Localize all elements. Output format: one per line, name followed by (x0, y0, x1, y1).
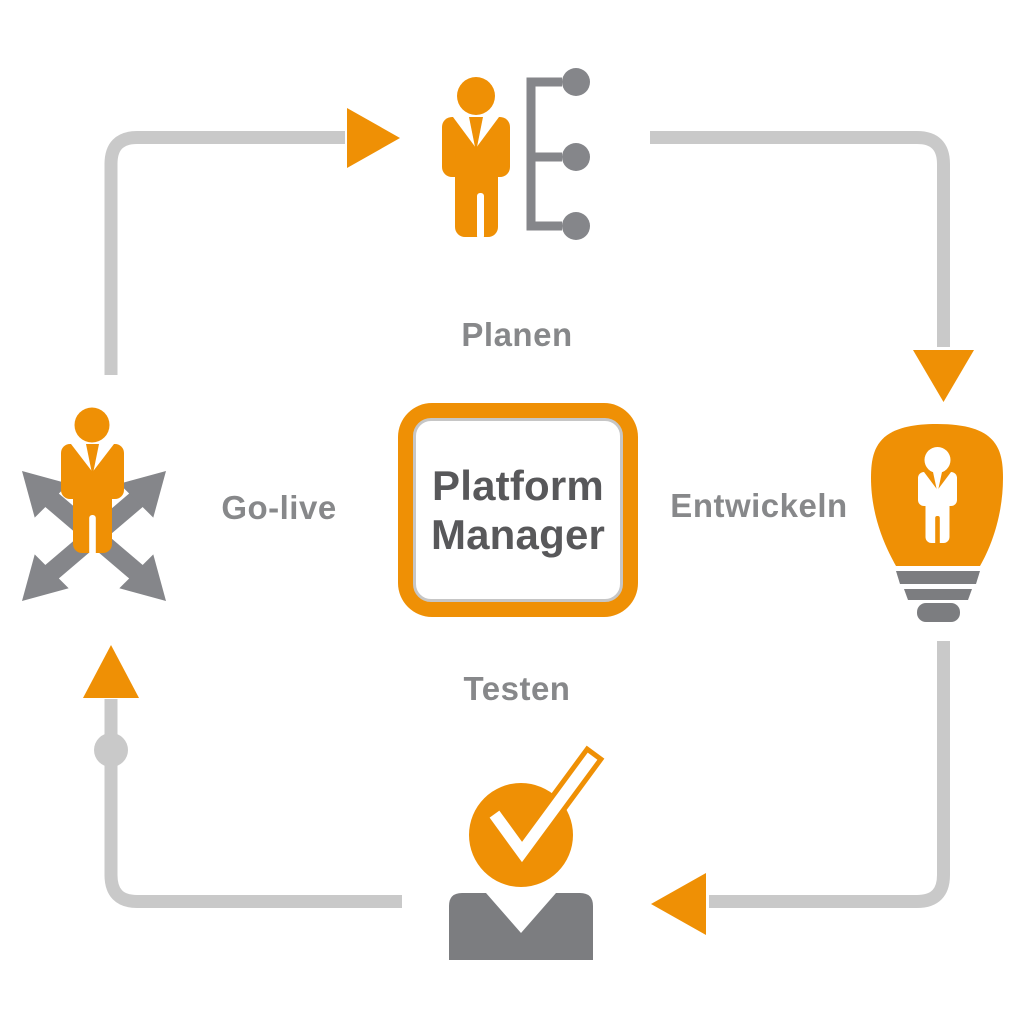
connector-bottom-left (104, 699, 402, 908)
orgchart-node (562, 143, 590, 171)
connector-top-right (650, 131, 950, 347)
connector-top-left (104, 131, 345, 375)
connector-bottom-right (709, 641, 950, 908)
arrow-up-icon (83, 645, 139, 698)
label-entwickeln: Entwickeln (670, 487, 848, 524)
person-figure (61, 407, 124, 556)
center-title-line1: Platform (432, 461, 604, 509)
person-orgchart-icon (442, 68, 590, 240)
orgchart-node (562, 212, 590, 240)
arrow-right-icon (347, 108, 400, 168)
person-figure (442, 77, 510, 239)
orgchart-bracket (526, 77, 562, 231)
person-figure (918, 447, 957, 545)
idea-lightbulb-person-icon (871, 424, 1003, 622)
person-expansion-arrows-icon (22, 407, 166, 601)
label-golive: Go-live (221, 489, 337, 526)
center-title-line2: Manager (430, 511, 606, 558)
label-testen: Testen (463, 670, 571, 707)
connector-node-dot (94, 733, 128, 767)
lightbulb-base (896, 571, 980, 622)
checkmark-icon (489, 752, 598, 863)
test-checkmark-person-icon (449, 745, 605, 960)
platform-manager-box: Platform Manager (398, 403, 638, 617)
platform-manager-box-inner: Platform Manager (413, 418, 623, 602)
person-shoulders (449, 893, 593, 960)
label-planen: Planen (461, 316, 573, 353)
arrow-left-icon (651, 873, 706, 935)
arrow-down-icon (913, 350, 974, 402)
orgchart-node (562, 68, 590, 96)
